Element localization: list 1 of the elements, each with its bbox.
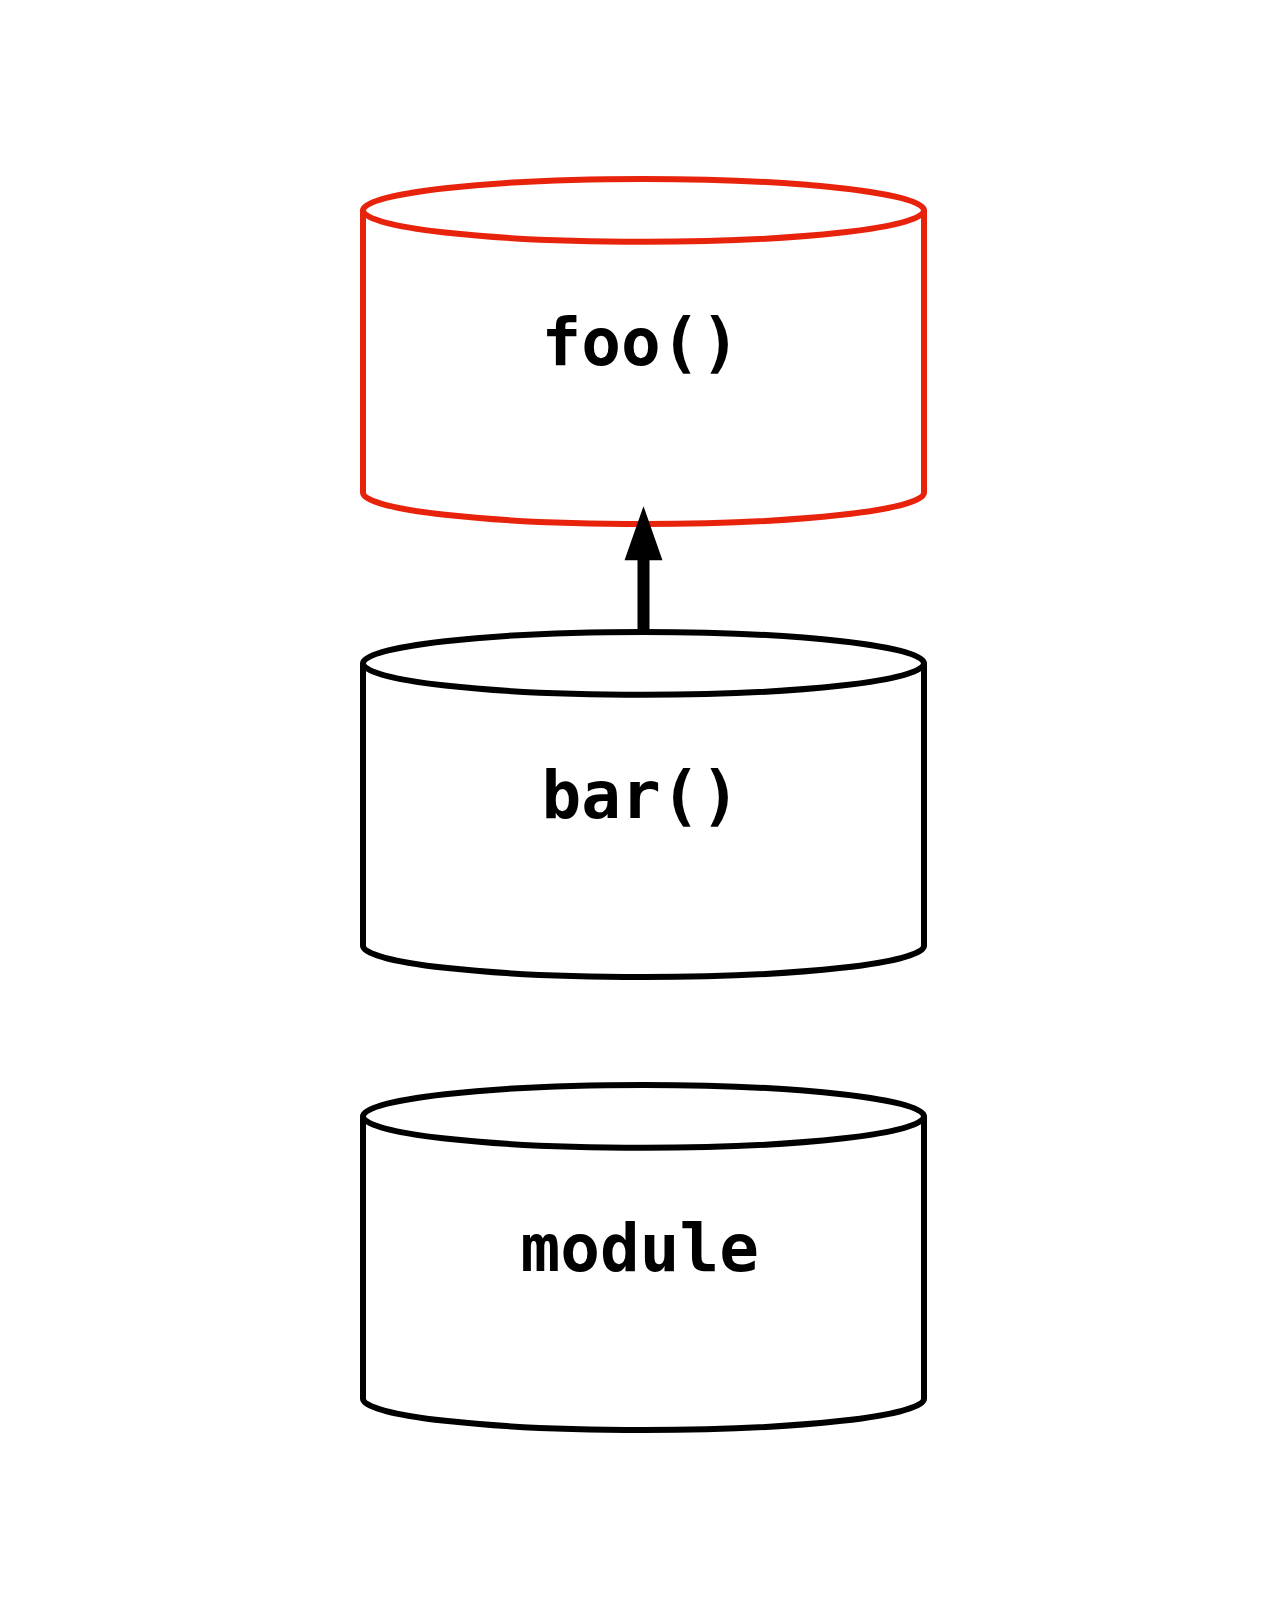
arrow xyxy=(624,505,662,631)
